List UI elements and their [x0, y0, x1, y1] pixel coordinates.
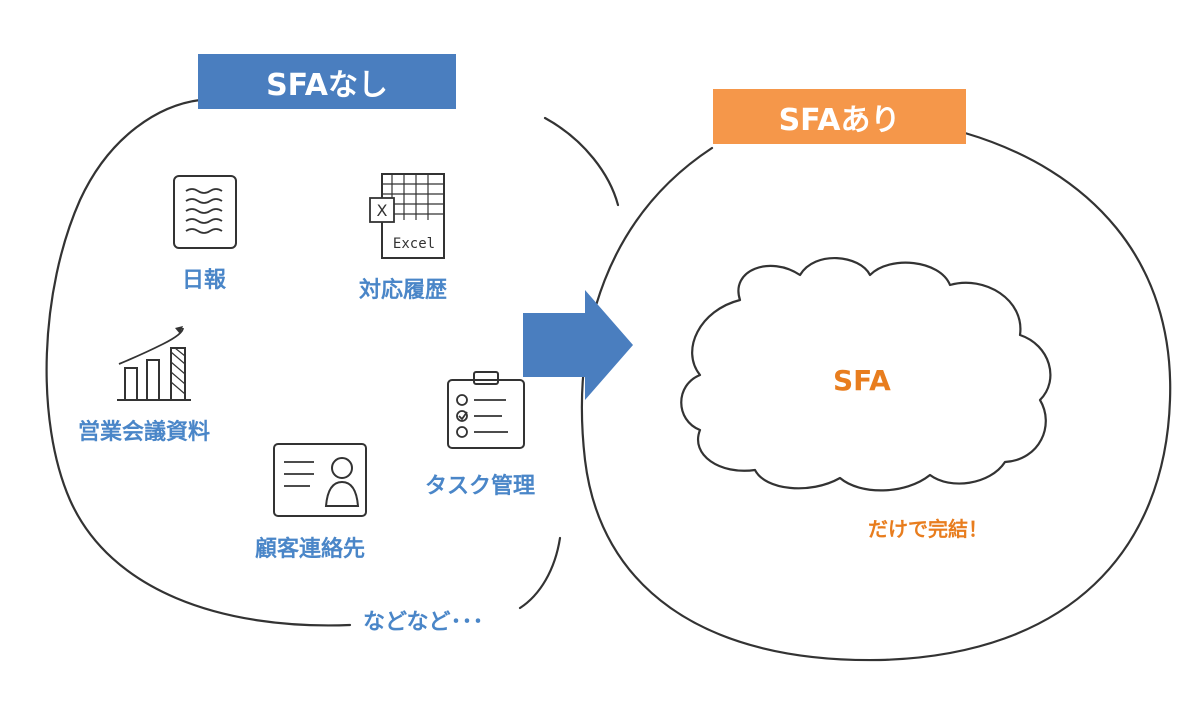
sfa-center-label: SFA	[833, 364, 891, 397]
complete-caption: だけで完結！	[868, 517, 988, 541]
sfa-without-title: SFAなし	[266, 67, 388, 103]
contact-card-icon	[273, 443, 367, 517]
transition-arrow	[523, 290, 633, 400]
excel-text: Excel	[393, 236, 435, 252]
left-circle-outline	[45, 98, 620, 627]
sfa-cloud-outline	[680, 257, 1052, 492]
label-tasks: タスク管理	[425, 474, 536, 499]
sfa-with-badge: SFAあり	[713, 89, 966, 144]
excel-icon: X Excel	[369, 173, 445, 259]
label-history: 対応履歴	[359, 278, 448, 303]
document-icon	[173, 175, 237, 249]
sfa-without-badge: SFAなし	[198, 54, 456, 109]
etc-text: などなど･･･	[363, 610, 484, 635]
bar-chart-icon	[117, 326, 191, 401]
excel-x-text: X	[377, 201, 388, 220]
label-meeting-docs: 営業会議資料	[78, 420, 211, 445]
sfa-with-title: SFAあり	[778, 102, 901, 138]
clipboard-checklist-icon	[447, 371, 525, 449]
label-daily-report: 日報	[182, 268, 227, 293]
label-contacts: 顧客連絡先	[255, 537, 366, 562]
